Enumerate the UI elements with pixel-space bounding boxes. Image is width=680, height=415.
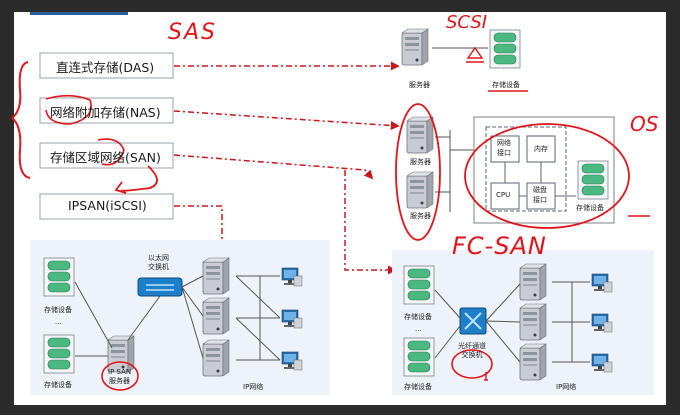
fcsan-storage-bottom-label: 存储设备	[404, 383, 432, 391]
das-server-icon	[401, 28, 429, 66]
net-interface-label: 网络 接口	[497, 139, 511, 157]
san-to-ipsan-hook	[121, 165, 158, 192]
fc-switch-circle	[451, 349, 493, 379]
san-arrow	[173, 154, 374, 180]
nas-label: 网络附加存储(NAS)	[50, 105, 161, 120]
fc-switch-label: 光纤通道 交换机	[458, 342, 486, 359]
san-scribble	[97, 138, 125, 166]
fcsan-mark	[484, 372, 488, 381]
ipsan-ellipsis: ...	[55, 318, 62, 326]
ipsan-storage-bottom-icon	[43, 334, 75, 374]
fcsan-storage-top-label: 存储设备	[404, 313, 432, 321]
scsi-mark	[466, 46, 484, 59]
ipsan-ip-network-label: IP网络	[243, 383, 264, 391]
ipsan-storage-top-icon	[43, 257, 75, 297]
fcsan-server-a-icon	[519, 263, 547, 301]
das-server-label: 服务器	[409, 81, 430, 89]
ipsan-storage-bottom-label: 存储设备	[44, 381, 72, 389]
nas-server-2-icon	[406, 171, 434, 209]
fcsan-server-b-icon	[519, 303, 547, 341]
scsi-annotation: SCSI	[446, 12, 488, 33]
ipsan-hook-arrowhead	[114, 181, 127, 194]
fcsan-ip-network-label: IP网络	[556, 383, 577, 391]
nas-storage-label: 存储设备	[576, 204, 604, 212]
top-accent-bar	[30, 12, 128, 15]
cpu-label: CPU	[496, 191, 511, 199]
ipsan-server-a-icon	[202, 257, 230, 295]
fcsan-storage-top-icon	[403, 265, 435, 305]
nas-os-circle	[464, 123, 630, 229]
das-storage-icon	[489, 29, 521, 69]
left-brace-annotation	[10, 61, 31, 179]
ipsan-label: IPSAN(iSCSI)	[68, 198, 147, 213]
das-storage-label: 存储设备	[492, 81, 520, 89]
net-interface-box	[490, 135, 520, 163]
san-label: 存储区域网络(SAN)	[50, 150, 161, 165]
ethernet-switch-label: 以太网 交换机	[148, 254, 169, 271]
das-box[interactable]	[39, 52, 174, 79]
nas-servers-circle	[395, 103, 441, 241]
disk-interface-label: 磁盘 接口	[533, 186, 547, 204]
nas-server-1-icon	[406, 116, 434, 154]
ipsan-server-label: IP SAN 服务器	[108, 368, 132, 385]
ipsan-server-c-icon	[202, 339, 230, 377]
fcsan-annotation: FC-SAN	[452, 232, 547, 260]
ethernet-switch-icon	[137, 277, 183, 297]
fcsan-storage-bottom-icon	[403, 337, 435, 377]
os-annotation: OS	[630, 112, 659, 136]
ipsan-server-b-icon	[202, 297, 230, 335]
nas-arrow	[173, 110, 400, 131]
nas-inner-dashed	[485, 126, 567, 212]
nas-server-2-label: 服务器	[410, 212, 431, 220]
fcsan-ellipsis: ...	[415, 325, 422, 333]
fcsan-server-c-icon	[519, 343, 547, 381]
nas-scribble	[45, 94, 92, 125]
ipsan-server-circle	[101, 361, 139, 391]
memory-label: 内存	[534, 145, 548, 153]
ipsan-server-icon	[107, 335, 135, 373]
san-box[interactable]	[39, 142, 174, 169]
nas-server-1-label: 服务器	[410, 158, 431, 166]
das-label: 直连式存储(DAS)	[56, 60, 155, 75]
sas-annotation: SAS	[168, 20, 217, 45]
nas-box[interactable]	[39, 97, 174, 124]
ipsan-box[interactable]	[39, 193, 174, 220]
ipsan-storage-top-label: 存储设备	[44, 306, 72, 314]
nas-storage-icon	[577, 160, 609, 200]
fcsan-arrow	[344, 170, 397, 275]
ipsan-arrow	[174, 205, 227, 257]
